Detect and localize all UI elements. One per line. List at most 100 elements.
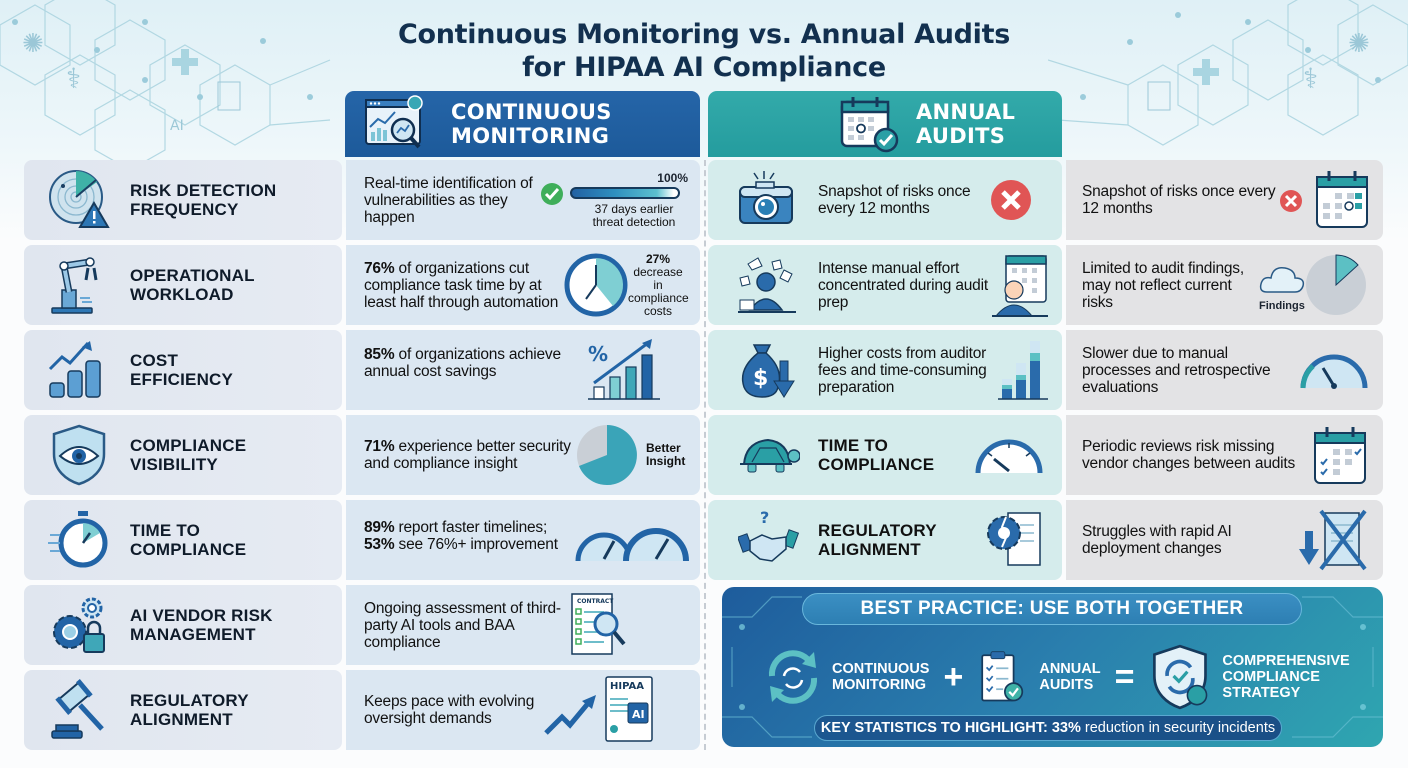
cell-text: 76% of organizations cut compliance task… bbox=[364, 259, 559, 311]
svg-text:$: $ bbox=[753, 366, 768, 391]
clock-stat-visual: 27% decrease in compliance costs bbox=[564, 251, 690, 318]
annual-audits-title: ANNUAL AUDITS bbox=[916, 100, 1016, 148]
continuous-cell-regulatory-alignment: Keeps pace with evolving oversight deman… bbox=[346, 670, 700, 750]
calendar-check-icon bbox=[840, 97, 899, 153]
svg-text:CONTRACT: CONTRACT bbox=[577, 598, 614, 605]
cloud-icon bbox=[1259, 266, 1305, 293]
monitoring-dashboard-icon bbox=[365, 95, 423, 149]
continuous-cell-ai-vendor-risk: Ongoing assessment of third-party AI too… bbox=[346, 585, 700, 665]
stacked-bars-icon bbox=[998, 341, 1048, 400]
calendar-x-icon bbox=[1280, 171, 1368, 228]
calendar-stress-icon bbox=[992, 255, 1048, 317]
key-statistic-banner: KEY STATISTICS TO HIGHLIGHT: 33% reducti… bbox=[814, 715, 1282, 741]
radar-alert-icon bbox=[49, 170, 110, 228]
turtle-icon bbox=[740, 438, 800, 473]
annual-right-cell-risk-detection: Snapshot of risks once every 12 months bbox=[1066, 160, 1383, 240]
annual-right-cell-operational-workload: Limited to audit findings, may not refle… bbox=[1066, 245, 1383, 325]
broken-gear-scroll-icon bbox=[987, 512, 1041, 566]
coins-growth-icon bbox=[48, 341, 101, 398]
annual-right-cell-cost-efficiency: Slower due to manual processes and retro… bbox=[1066, 330, 1383, 410]
stressed-worker-icon bbox=[738, 257, 796, 313]
percent-bar-chart-icon: % bbox=[588, 339, 660, 400]
stat-text: 27% decrease in compliance costs bbox=[628, 251, 689, 318]
findings-pie-icon bbox=[1306, 254, 1366, 315]
svg-text:⚕: ⚕ bbox=[66, 62, 81, 95]
crossed-document-icon bbox=[1299, 509, 1367, 571]
cloud-pie-visual: Findings bbox=[1259, 250, 1369, 320]
continuous-cell-compliance-visibility: 71% experience better security and compl… bbox=[346, 415, 700, 495]
svg-text:?: ? bbox=[760, 509, 769, 527]
gauge-icon bbox=[975, 439, 1043, 474]
cell-text: Periodic reviews risk missing vendor cha… bbox=[1082, 438, 1296, 472]
continuous-monitoring-title: CONTINUOUS MONITORING bbox=[451, 100, 612, 148]
clipboard-check-icon bbox=[981, 651, 1024, 702]
title-line-2: for HIPAA AI Compliance bbox=[522, 52, 886, 83]
check-circle-icon bbox=[541, 183, 563, 205]
cell-text: Keeps pace with evolving oversight deman… bbox=[364, 693, 535, 727]
cell-text: 71% experience better security and compl… bbox=[364, 438, 571, 472]
svg-text:AI: AI bbox=[170, 118, 184, 134]
cell-text: Snapshot of risks once every 12 months bbox=[818, 183, 971, 217]
shield-eye-icon bbox=[52, 424, 106, 486]
svg-text:✺: ✺ bbox=[1348, 29, 1370, 59]
speedometers-icon bbox=[575, 528, 689, 562]
clock-pie-icon bbox=[564, 253, 628, 317]
column-divider bbox=[704, 160, 706, 750]
continuous-cell-risk-detection: Real-time identification of vulnerabilit… bbox=[346, 160, 700, 240]
plus-sign: + bbox=[943, 657, 964, 696]
continuous-cell-operational-workload: 76% of organizations cut compliance task… bbox=[346, 245, 700, 325]
title-line-1: Continuous Monitoring vs. Annual Audits bbox=[397, 19, 1011, 50]
progress-percent: 100% bbox=[657, 171, 688, 185]
findings-label: Findings bbox=[1259, 300, 1305, 312]
cell-text: 85% of organizations achieve annual cost… bbox=[364, 346, 561, 380]
refresh-cycle-icon bbox=[768, 650, 818, 704]
cell-text: Real-time identification of vulnerabilit… bbox=[364, 174, 533, 226]
cell-text: Slower due to manual processes and retro… bbox=[1082, 344, 1271, 396]
hexagon-medical-pattern-left: ✺ ⚕ AI bbox=[0, 0, 331, 160]
robot-arm-icon bbox=[51, 257, 98, 314]
money-bag-down-icon: $ bbox=[741, 344, 795, 398]
annual-cell-risk-detection: Snapshot of risks once every 12 months bbox=[708, 160, 1062, 240]
page-title: Continuous Monitoring vs. Annual Audits … bbox=[0, 18, 1408, 84]
circuit-decoration bbox=[722, 596, 1383, 738]
cell-text: Intense manual effort concentrated durin… bbox=[818, 259, 988, 311]
calendar-checks-icon bbox=[1314, 427, 1366, 484]
gears-lock-icon bbox=[53, 597, 105, 653]
cell-text: Higher costs from auditor fees and time-… bbox=[818, 344, 987, 396]
annual-audits-header: ANNUAL AUDITS bbox=[708, 91, 1062, 157]
red-x-icon bbox=[991, 180, 1031, 220]
gavel-icon bbox=[51, 679, 104, 739]
continuous-cell-time-to-compliance: 89% report faster timelines; 53% see 76%… bbox=[346, 500, 700, 580]
cell-text: 89% report faster timelines; 53% see 76%… bbox=[364, 519, 558, 553]
progress-bar bbox=[570, 187, 680, 199]
pie-chart-icon bbox=[577, 425, 637, 485]
annual-cell-operational-workload: Intense manual effort concentrated durin… bbox=[708, 245, 1062, 325]
svg-text:HIPAA: HIPAA bbox=[610, 681, 644, 692]
svg-text:⚕: ⚕ bbox=[1303, 62, 1318, 95]
continuous-monitoring-header: CONTINUOUS MONITORING bbox=[345, 91, 700, 157]
handshake-question-icon: ? bbox=[738, 509, 800, 562]
